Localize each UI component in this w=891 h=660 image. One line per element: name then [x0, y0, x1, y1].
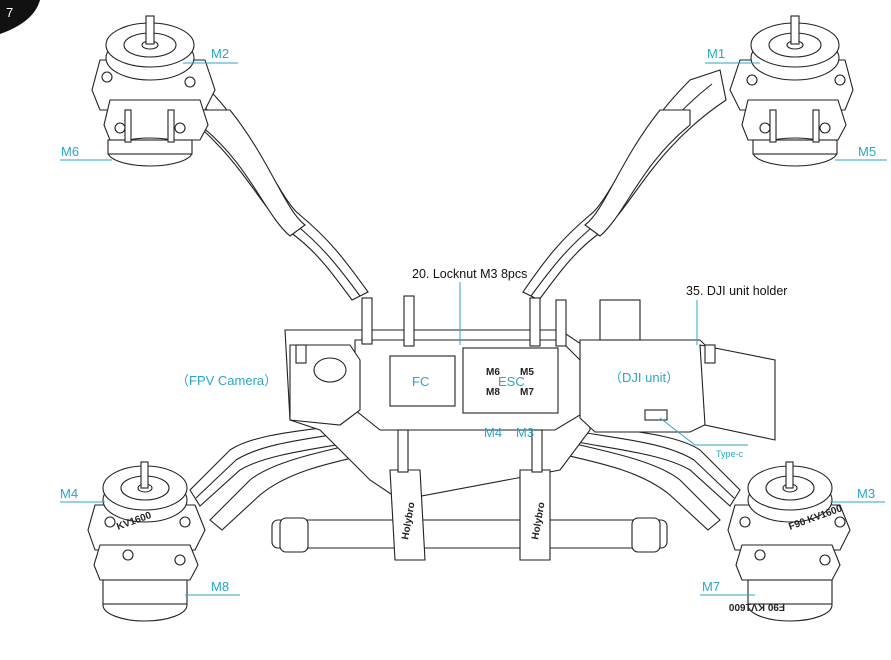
esc-pad-m3: M3: [516, 425, 534, 440]
label-fpv-camera: （FPV Camera）: [176, 373, 277, 388]
label-type-c: Type-c: [716, 449, 744, 459]
motor-stack-top-right: [729, 15, 854, 167]
motor-label-m1: M1: [707, 46, 725, 61]
page-number: 7: [6, 5, 13, 20]
esc-pad-m4: M4: [484, 425, 502, 440]
esc-pad-m8: M8: [486, 387, 500, 398]
motor-label-m4: M4: [60, 486, 78, 501]
motor-label-m7: M7: [702, 579, 720, 594]
arm-rear-right: [522, 69, 727, 301]
motor-stack-top-left: [91, 15, 216, 167]
motor-stack-bottom-left: KV1600: [87, 461, 206, 622]
label-fc: FC: [412, 374, 429, 389]
callout-locknut: 20. Locknut M3 8pcs: [412, 267, 527, 281]
center-frame: Holybro Holybro: [271, 295, 776, 561]
motor-label-m3: M3: [857, 486, 875, 501]
esc-pad-m6: M6: [486, 367, 500, 378]
arm-rear-left: [164, 69, 369, 301]
motor-label-m6: M6: [61, 144, 79, 159]
page-number-tab: 7: [0, 0, 40, 34]
label-esc: ESC: [498, 374, 525, 389]
motor-label-m2: M2: [211, 46, 229, 61]
leader-lines: [60, 62, 887, 596]
motor-print-kv-right-lower: F90 KV1600: [728, 601, 785, 612]
standoffs: [295, 295, 716, 473]
label-dji-unit: （DJI unit）: [609, 370, 679, 385]
esc-pad-m7: M7: [520, 387, 534, 398]
motor-stack-bottom-right: F90 KV1600 F90 KV1600: [727, 461, 851, 622]
esc-pad-m5: M5: [520, 367, 534, 378]
callout-dji-holder: 35. DJI unit holder: [686, 284, 787, 298]
motor-label-m8: M8: [211, 579, 229, 594]
motor-label-m5: M5: [858, 144, 876, 159]
